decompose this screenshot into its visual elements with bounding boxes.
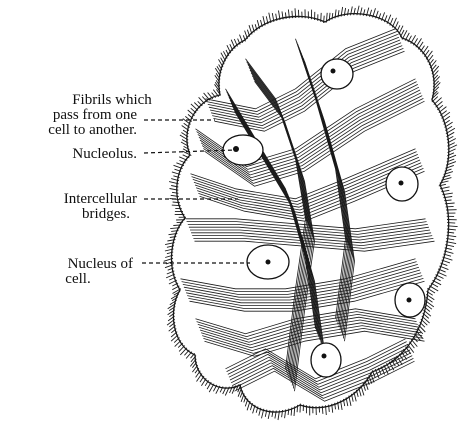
nucleolus-1	[331, 69, 336, 74]
label-fibrils-line2: pass from one	[53, 107, 137, 123]
label-bridges-line1: Intercellular	[64, 191, 137, 207]
nucleus-cell-5	[395, 283, 425, 317]
label-nucleolus: Nucleolus.	[72, 146, 137, 162]
nucleus-cell-4	[247, 245, 289, 279]
nucleolus-2	[233, 146, 239, 152]
cell-cluster-outline	[172, 14, 449, 412]
nucleolus-5	[407, 298, 412, 303]
nucleus-cell-3	[386, 167, 418, 201]
label-fibrils-line1: Fibrils which	[72, 92, 152, 108]
label-fibrils-line3: cell to another.	[48, 122, 137, 138]
nucleus-cell-1	[321, 59, 353, 89]
label-nucleus-line1: Nucleus of	[68, 256, 133, 272]
label-bridges-line2: bridges.	[82, 206, 130, 222]
nucleolus-6	[322, 354, 327, 359]
nucleolus-4	[266, 260, 271, 265]
label-nucleus-line2: cell.	[65, 271, 90, 287]
nucleolus-3	[399, 181, 404, 186]
nucleus-cell-6	[311, 343, 341, 377]
